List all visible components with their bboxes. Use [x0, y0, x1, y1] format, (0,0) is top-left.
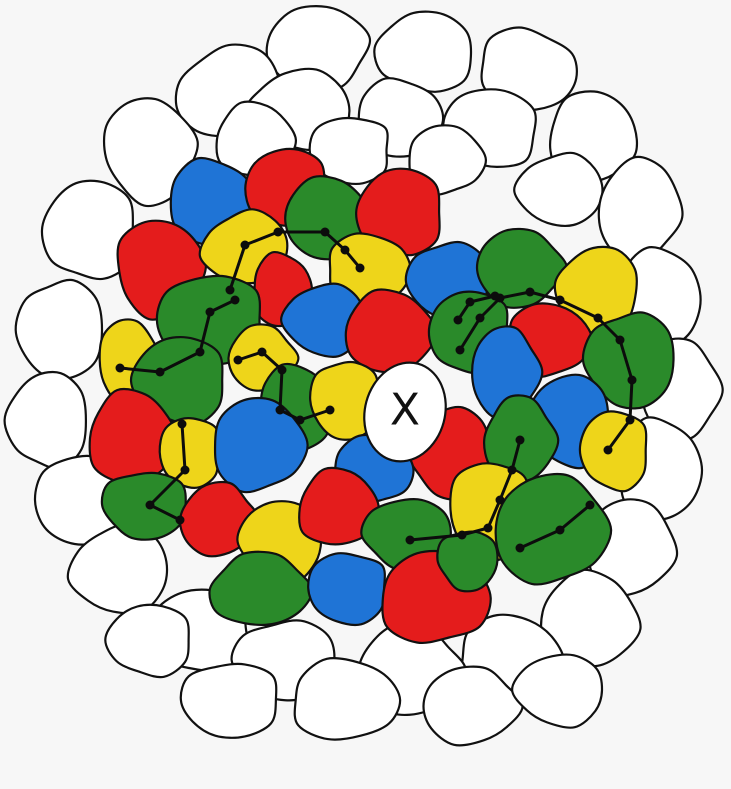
lineage-dot: [206, 308, 215, 317]
lineage-dot: [556, 526, 565, 535]
lineage-dot: [241, 241, 250, 250]
lineage-dot: [274, 228, 283, 237]
yellow-cell: [580, 411, 646, 491]
lineage-dot: [626, 416, 635, 425]
outer-cell: [105, 605, 188, 677]
lineage-dot: [176, 516, 185, 525]
lineage-dot: [466, 298, 475, 307]
lineage-dot: [258, 348, 267, 357]
lineage-dot: [226, 286, 235, 295]
lineage-dot: [508, 466, 517, 475]
lineage-dot: [356, 264, 365, 273]
central-cell-label: X: [390, 385, 420, 436]
lineage-dot: [484, 524, 493, 533]
lineage-dot: [326, 406, 335, 415]
lineage-dot: [526, 288, 535, 297]
lineage-dot: [321, 228, 330, 237]
lineage-dot: [491, 292, 500, 301]
lineage-dot: [178, 420, 187, 429]
lineage-dot: [516, 436, 525, 445]
lineage-dot: [458, 531, 467, 540]
lineage-dot: [556, 296, 565, 305]
lineage-dot: [594, 314, 603, 323]
outer-cell: [181, 664, 276, 738]
lineage-dot: [604, 446, 613, 455]
lineage-dot: [231, 296, 240, 305]
lineage-dot: [586, 501, 595, 510]
lineage-dot: [616, 336, 625, 345]
lineage-dot: [116, 364, 125, 373]
lineage-dot: [196, 348, 205, 357]
lineage-dot: [341, 246, 350, 255]
lineage-dot: [276, 406, 285, 415]
lineage-dot: [496, 496, 505, 505]
lineage-dot: [456, 346, 465, 355]
outer-cell: [5, 372, 86, 469]
lineage-dot: [516, 544, 525, 553]
outer-cell: [16, 280, 102, 379]
lineage-dot: [156, 368, 165, 377]
blue-cell: [308, 553, 385, 625]
outer-cell: [514, 153, 602, 226]
lineage-dot: [406, 536, 415, 545]
lineage-dot: [146, 501, 155, 510]
lineage-dot: [234, 356, 243, 365]
lineage-dot: [476, 314, 485, 323]
lineage-dot: [628, 376, 637, 385]
lineage-dot: [454, 316, 463, 325]
lineage-dot: [278, 366, 287, 375]
lineage-dot: [181, 466, 190, 475]
lineage-dot: [296, 416, 305, 425]
